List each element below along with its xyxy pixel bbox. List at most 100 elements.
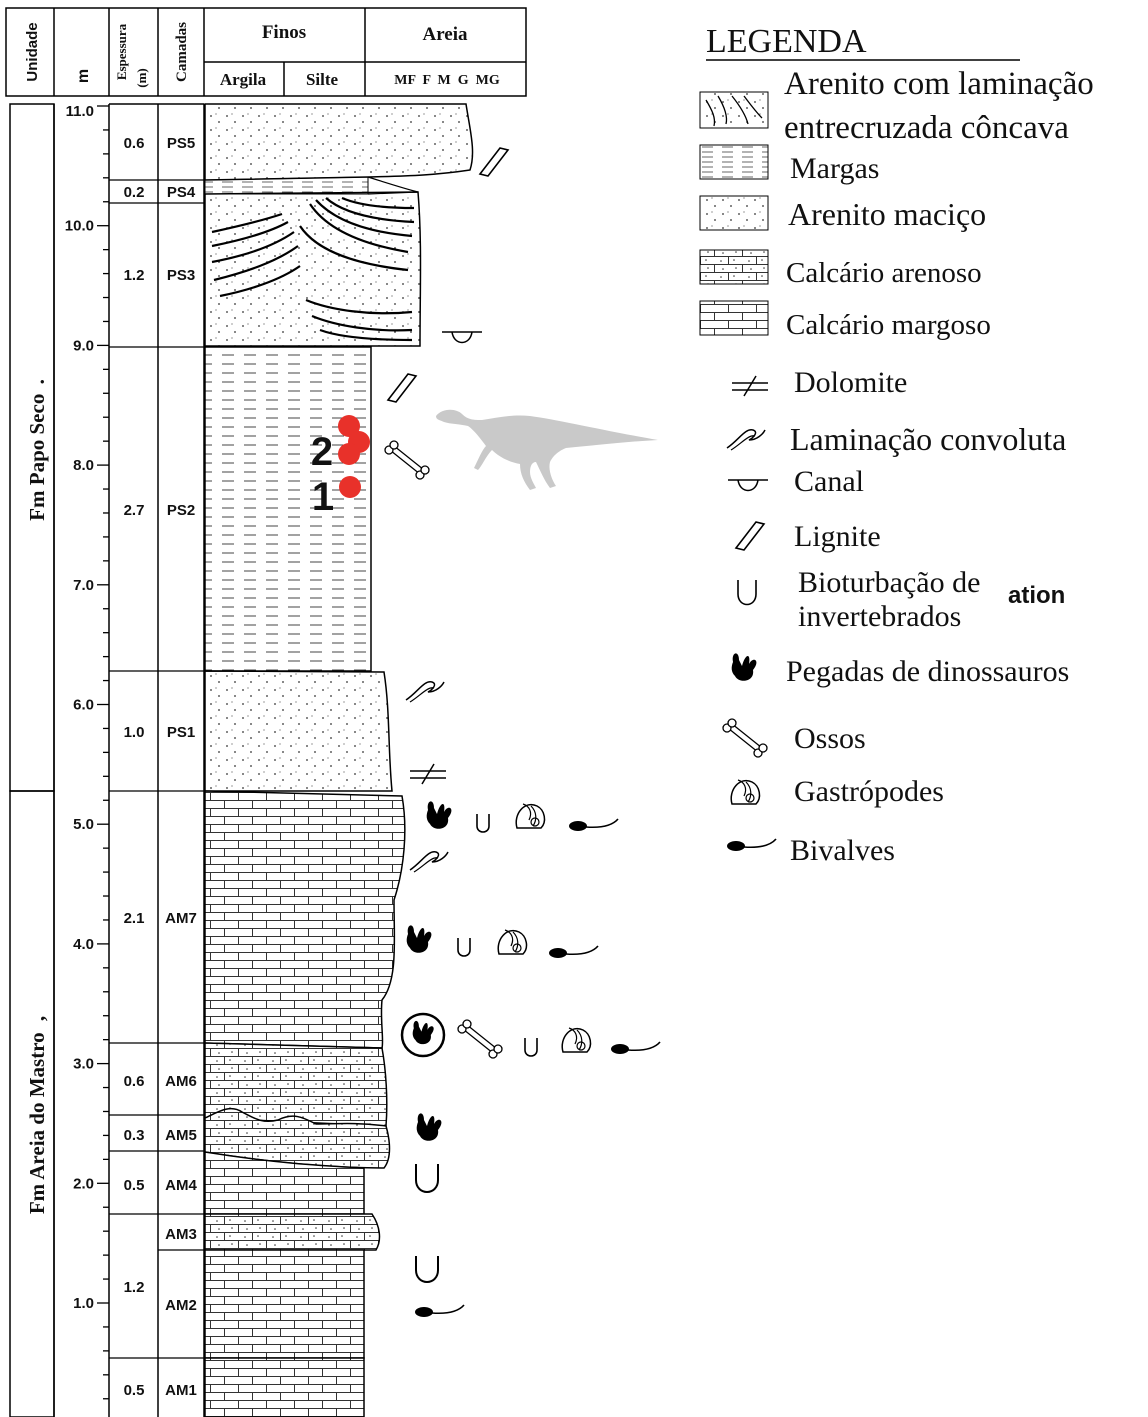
legend-label-bioturbation-2: invertebrados [798, 600, 961, 633]
bioturbation-icon [525, 1038, 537, 1056]
bed-thickness-am1: 0.5 [124, 1382, 145, 1399]
bed-label-am5: AM5 [165, 1127, 197, 1144]
bed-label-am3: AM3 [165, 1226, 197, 1243]
legend-label-massive-sandstone: Arenito maciço [788, 196, 986, 232]
formation-papo-seco: Fm Papo Seco . [25, 379, 49, 521]
bone-icon [458, 1020, 502, 1058]
legend-label-dolomite: Dolomite [794, 366, 907, 399]
formation-papo-seco-name: Fm Papo Seco [25, 394, 49, 521]
bed-thickness-ps2: 2.7 [124, 502, 145, 519]
bed-label-am4: AM4 [165, 1177, 197, 1194]
bed-thickness-am6: 0.6 [124, 1073, 145, 1090]
bed-thickness-ps5: 0.6 [124, 135, 145, 152]
column-symbols [385, 148, 660, 1317]
bed-ps2 [205, 347, 371, 671]
log-columns [10, 104, 204, 1417]
depth-label: 8.0 [73, 457, 94, 474]
sample-label-1: 1 [312, 475, 334, 519]
formation-areia-do-mastro-name: Fm Areia do Mastro [25, 1032, 49, 1214]
bed-am2 [205, 1250, 364, 1358]
gastropod-icon [731, 780, 759, 804]
legend-title: LEGENDA [706, 23, 867, 60]
header-espessura-unit: (m) [134, 68, 149, 88]
header-m: m [75, 69, 92, 83]
bone-icon [385, 441, 429, 479]
sample-dot [338, 443, 360, 465]
marl-icon [700, 145, 768, 179]
legend-label-bivalves: Bivalves [790, 834, 895, 867]
dinosaur-footprint-icon [417, 1113, 442, 1140]
bed-label-am6: AM6 [165, 1073, 197, 1090]
legend-label-bioturbation: Bioturbação de [798, 566, 980, 599]
bivalve-icon [611, 1042, 660, 1054]
formation-papo-seco-mark: . [25, 379, 49, 384]
legend-label-bones: Ossos [794, 722, 866, 755]
bed-am7 [205, 791, 405, 1048]
depth-label: 7.0 [73, 577, 94, 594]
dinosaur-footprint-icon [407, 925, 432, 952]
dinosaur-silhouette [436, 410, 658, 490]
gastropod-icon [562, 1028, 590, 1052]
legend-label-marl: Margas [790, 152, 879, 185]
massive-sandstone-icon [700, 196, 768, 230]
depth-label: 11.0 [66, 103, 94, 120]
dinosaur-footprint-icon [402, 1014, 444, 1056]
legend-label-channel: Canal [794, 465, 864, 498]
legend-label-lignite: Lignite [794, 520, 881, 553]
bed-label-ps4: PS4 [167, 184, 196, 201]
dolomite-icon [410, 764, 446, 784]
convolute-lamination-icon [410, 852, 448, 872]
convolute-lamination-icon [406, 682, 444, 702]
lithology-column [205, 104, 473, 1417]
lignite-icon [480, 148, 508, 176]
bed-thickness-ps1: 1.0 [124, 724, 145, 741]
bivalve-icon [415, 1305, 464, 1317]
legend-label-convolute: Laminação convoluta [790, 421, 1066, 457]
bone-icon [723, 719, 767, 757]
bed-thickness-am5: 0.3 [124, 1127, 145, 1144]
convolute-lamination-icon [727, 430, 765, 450]
depth-label: 2.0 [73, 1175, 94, 1192]
legend-label-marly-limestone: Calcário margoso [786, 309, 991, 341]
bed-thickness-ps3: 1.2 [124, 267, 145, 284]
bed-am3 [205, 1214, 379, 1250]
header-unidade: Unidade [24, 22, 41, 81]
bioturbation-icon [458, 938, 470, 956]
depth-label: 3.0 [73, 1056, 94, 1073]
bed-table: 0.6 PS5 0.2 PS4 1.2 PS3 2.7 PS2 1.0 PS1 … [124, 135, 198, 1399]
bed-thickness-ps4: 0.2 [124, 184, 145, 201]
legend-label-gastropods: Gastrópodes [794, 775, 944, 808]
header-espessura: Espessura [114, 23, 129, 80]
bioturbation-icon [738, 580, 756, 605]
bed-ps4 [205, 177, 368, 194]
formation-areia-do-mastro: Fm Areia do Mastro , [25, 1016, 49, 1214]
header-grain-sizes: MF F M G MG [394, 73, 500, 88]
legend: LEGENDA Arenito com laminação entrecruza… [700, 23, 1094, 867]
dolomite-icon [732, 376, 768, 396]
header-argila: Argila [220, 70, 267, 89]
legend-label-footprints: Pegadas de dinossauros [786, 655, 1069, 688]
lignite-icon [388, 374, 416, 402]
header-camadas: Camadas [174, 22, 190, 82]
legend-label-cross-laminated: Arenito com laminação [784, 66, 1094, 102]
depth-label: 4.0 [73, 936, 94, 953]
depth-label: 1.0 [73, 1295, 94, 1312]
gastropod-icon [516, 804, 544, 828]
bivalve-icon [569, 819, 618, 831]
lignite-icon [736, 522, 764, 550]
bivalve-icon [727, 839, 776, 851]
bed-label-ps2: PS2 [167, 502, 195, 519]
channel-icon [728, 480, 768, 491]
log-header: Unidade m Espessura (m) Camadas Finos Ar… [6, 8, 526, 96]
bivalve-icon [549, 946, 598, 958]
depth-label: 5.0 [73, 816, 94, 833]
bed-label-ps5: PS5 [167, 135, 195, 152]
marly-limestone-icon [700, 301, 768, 335]
cross-laminated-sandstone-icon [700, 92, 768, 128]
depth-scale: 11.010.09.08.07.06.05.04.03.02.01.0 [65, 103, 109, 1399]
legend-label-bioturbation-overlay: ation [1008, 582, 1065, 609]
bioturbation-icon [416, 1256, 438, 1282]
header-areia: Areia [422, 24, 468, 45]
bed-label-am1: AM1 [165, 1382, 197, 1399]
